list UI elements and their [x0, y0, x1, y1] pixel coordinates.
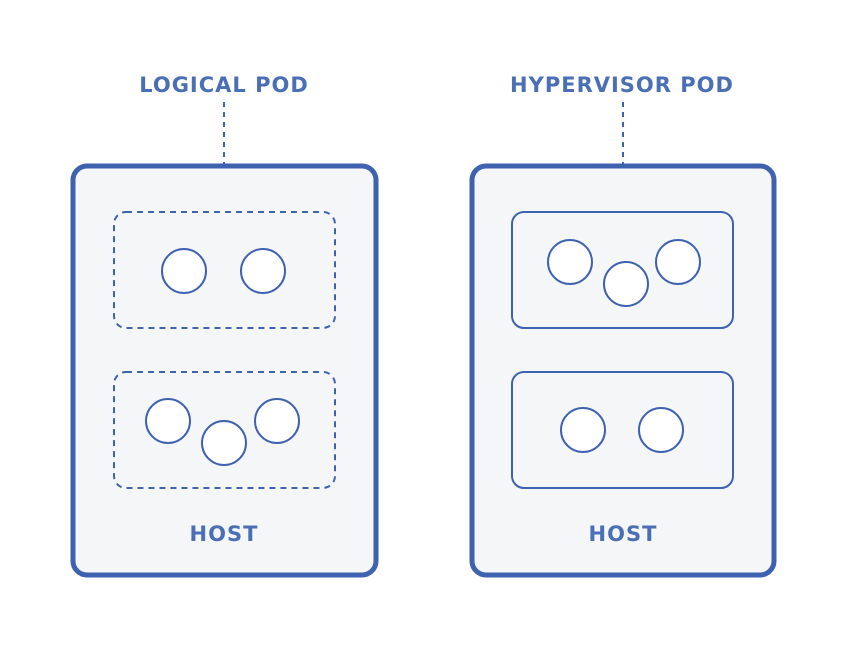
- container-circle: [161, 248, 207, 294]
- container-circle: [201, 420, 247, 466]
- logical-pod-top: [113, 211, 336, 329]
- logical-pod-label: LOGICAL POD: [139, 73, 309, 97]
- host-label-left: HOST: [190, 522, 259, 546]
- container-circle: [145, 398, 191, 444]
- container-circle: [638, 407, 684, 453]
- hypervisor-pod-top: [511, 211, 734, 329]
- host-box-left: [70, 163, 379, 578]
- logical-pod-bottom: [113, 371, 336, 489]
- container-circle: [655, 239, 701, 285]
- hypervisor-pod-label: HYPERVISOR POD: [510, 73, 734, 97]
- container-circle: [547, 239, 593, 285]
- host-box-right: [469, 163, 777, 578]
- container-circle: [254, 398, 300, 444]
- host-label-right: HOST: [589, 522, 658, 546]
- container-circle: [603, 261, 649, 307]
- hypervisor-pod-bottom: [511, 371, 734, 489]
- container-circle: [240, 248, 286, 294]
- container-circle: [560, 407, 606, 453]
